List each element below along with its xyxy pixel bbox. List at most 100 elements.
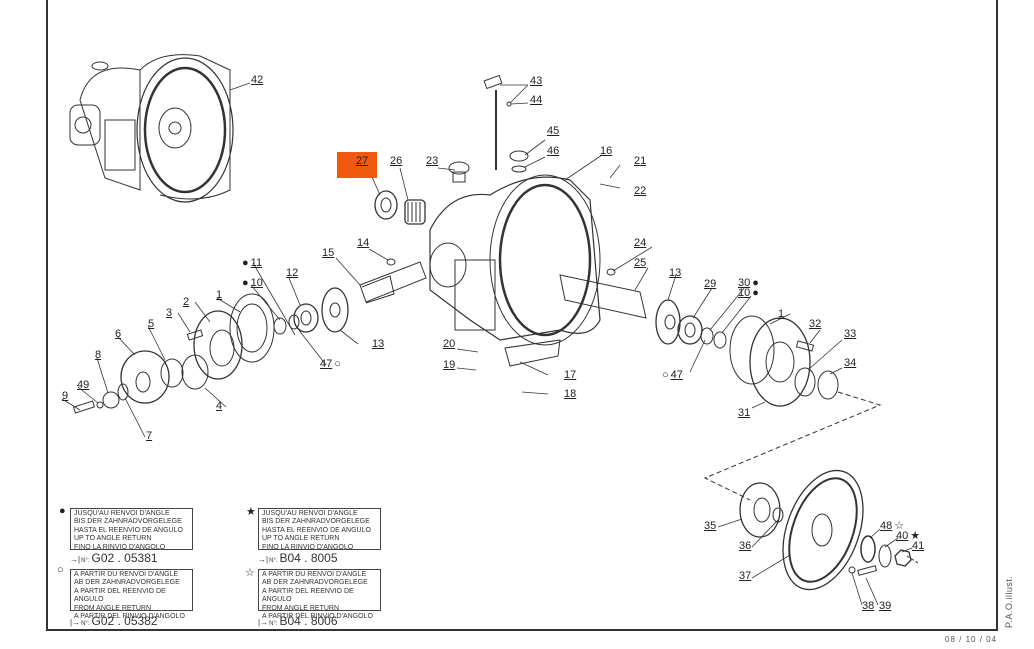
- part-label-47-left[interactable]: 47○: [320, 358, 341, 370]
- part-label-22[interactable]: 22: [634, 185, 647, 197]
- legend-open-star-icon: ☆: [245, 567, 255, 579]
- part-label-39[interactable]: 39: [879, 600, 892, 612]
- part-label-6[interactable]: 6: [115, 328, 122, 340]
- part-label-32[interactable]: 32: [809, 318, 822, 330]
- legend-line: HASTA EL REENVIO DE ANGULO: [262, 526, 371, 534]
- legend-line: JUSQU'AU RENVOI D'ANGLE: [74, 510, 170, 517]
- part-label-45[interactable]: 45: [547, 125, 560, 137]
- part-label-15[interactable]: 15: [322, 247, 335, 259]
- legend-line: A PARTIR DU RENVOI D'ANGLE: [262, 571, 367, 578]
- legend-line: FINO LA RINVIO D'ANGOLO: [74, 543, 166, 551]
- part-label-5[interactable]: 5: [148, 318, 155, 330]
- part-label-49[interactable]: 49: [77, 379, 90, 391]
- part-label-41[interactable]: 41: [912, 540, 925, 552]
- marker-open-star-icon: ☆: [894, 520, 905, 532]
- part-label-7[interactable]: 7: [146, 430, 153, 442]
- from-arrow-icon: |→: [258, 618, 269, 627]
- part-label-4[interactable]: 4: [216, 400, 223, 412]
- up-to-arrow-icon: →|: [258, 555, 269, 564]
- part-label-13-left[interactable]: 13: [372, 338, 385, 350]
- legend-line: A PARTIR DEL RINVIO D'ANGOLO: [262, 613, 373, 621]
- part-label-9[interactable]: 9: [62, 390, 69, 402]
- serial-b04-8005: →|N°:B04 . 8005: [258, 551, 338, 565]
- part-label-48[interactable]: 48☆: [880, 520, 905, 532]
- marker-filled-circle-icon: ●: [242, 257, 249, 269]
- legend-line: UP TO ANGLE RETURN: [262, 535, 340, 543]
- part-label-29[interactable]: 29: [704, 278, 717, 290]
- part-label-35[interactable]: 35: [704, 520, 717, 532]
- part-label-18[interactable]: 18: [564, 388, 577, 400]
- part-label-43[interactable]: 43: [530, 75, 543, 87]
- part-label-21[interactable]: 21: [634, 155, 647, 167]
- part-label-44[interactable]: 44: [530, 94, 543, 106]
- marker-open-circle-icon: ○: [334, 358, 341, 370]
- part-label-10-left[interactable]: ●10: [242, 277, 263, 289]
- drawing-date: 08 / 10 / 04: [945, 635, 998, 644]
- part-label-42[interactable]: 42: [251, 74, 264, 86]
- part-label-2[interactable]: 2: [183, 296, 190, 308]
- highlighted-part-marker: [337, 152, 377, 178]
- legend-line: FINO LA RINVIO D'ANGOLO: [262, 543, 354, 551]
- part-label-37[interactable]: 37: [739, 570, 752, 582]
- serial-b04-8006: |→N°:B04 . 8006: [258, 614, 338, 628]
- legend-line: UP TO ANGLE RETURN: [74, 535, 152, 543]
- part-label-47-right[interactable]: ○47: [662, 369, 683, 381]
- part-label-38[interactable]: 38: [862, 600, 875, 612]
- marker-filled-circle-icon: ●: [752, 287, 759, 299]
- part-label-24[interactable]: 24: [634, 237, 647, 249]
- legend-line: AB DER ZAHNRADVORGELEGE: [262, 579, 368, 587]
- part-label-36[interactable]: 36: [739, 540, 752, 552]
- leader-lines: [61, 82, 913, 606]
- legend-filled-star-icon: ★: [246, 506, 256, 518]
- part-label-8[interactable]: 8: [95, 349, 102, 361]
- legend-line: AB DER ZAHNRADVORGELEGE: [74, 579, 180, 587]
- part-label-11[interactable]: ●11: [242, 257, 263, 269]
- marker-filled-star-icon: ★: [910, 530, 921, 542]
- part-label-25[interactable]: 25: [634, 257, 647, 269]
- part-label-34[interactable]: 34: [844, 357, 857, 369]
- part-label-16[interactable]: 16: [600, 145, 613, 157]
- part-label-33[interactable]: 33: [844, 328, 857, 340]
- legend-line: A PARTIR DU RENVOI D'ANGLE: [74, 571, 179, 578]
- from-arrow-icon: |→: [70, 618, 81, 627]
- part-label-30[interactable]: 30●: [738, 277, 759, 289]
- part-label-46[interactable]: 46: [547, 145, 560, 157]
- legend-line: FROM ANGLE RETURN: [74, 604, 152, 612]
- drawing-frame: [46, 0, 998, 631]
- part-label-26[interactable]: 26: [390, 155, 403, 167]
- part-label-13-right[interactable]: 13: [669, 267, 682, 279]
- marker-open-circle-icon: ○: [662, 369, 669, 381]
- part-label-10-right[interactable]: 10●: [738, 287, 759, 299]
- serial-g02-05381: →|N°:G02 . 05381: [70, 551, 158, 565]
- marker-filled-circle-icon: ●: [242, 277, 249, 289]
- part-label-14[interactable]: 14: [357, 237, 370, 249]
- serial-g02-05382: |→N°:G02 . 05382: [70, 614, 158, 628]
- part-label-3[interactable]: 3: [166, 307, 173, 319]
- dipstick-illustration: [483, 74, 512, 170]
- legend-box-from-g02-05382: A PARTIR DU RENVOI D'ANGLE AB DER ZAHNRA…: [70, 569, 193, 620]
- up-to-arrow-icon: →|: [70, 555, 81, 564]
- marker-filled-circle-icon: ●: [752, 277, 759, 289]
- part-label-23[interactable]: 23: [426, 155, 439, 167]
- part-label-20[interactable]: 20: [443, 338, 456, 350]
- illustrator-credit: P.A.O.illust.: [1004, 575, 1014, 628]
- legend-line: JUSQU'AU RENVOI D'ANGLE: [262, 510, 358, 517]
- legend-line: A PARTIR DEL REENVIO DE ANGULO: [262, 587, 354, 604]
- part-label-31[interactable]: 31: [738, 407, 751, 419]
- assembled-housing-illustration: [69, 54, 234, 203]
- legend-line: A PARTIR DEL REENVIO DE ANGULO: [74, 587, 166, 604]
- legend-box-up-to-g02-05381: JUSQU'AU RENVOI D'ANGLE BIS DER ZAHNRADV…: [70, 508, 193, 551]
- legend-line: FROM ANGLE RETURN: [262, 604, 340, 612]
- part-label-40[interactable]: 40★: [896, 530, 921, 542]
- part-label-1-left[interactable]: 1: [216, 289, 223, 301]
- part-label-1-right[interactable]: 1: [778, 308, 785, 320]
- legend-open-circle-icon: ○: [57, 564, 64, 576]
- part-label-17[interactable]: 17: [564, 369, 577, 381]
- legend-box-up-to-b04-8005: JUSQU'AU RENVOI D'ANGLE BIS DER ZAHNRADV…: [258, 508, 381, 551]
- legend-box-from-b04-8006: A PARTIR DU RENVOI D'ANGLE AB DER ZAHNRA…: [258, 569, 381, 620]
- part-label-12[interactable]: 12: [286, 267, 299, 279]
- part-label-27[interactable]: 27: [356, 155, 369, 167]
- legend-line: BIS DER ZAHNRADVORGELEGE: [74, 518, 182, 526]
- part-label-19[interactable]: 19: [443, 359, 456, 371]
- legend-line: BIS DER ZAHNRADVORGELEGE: [262, 518, 370, 526]
